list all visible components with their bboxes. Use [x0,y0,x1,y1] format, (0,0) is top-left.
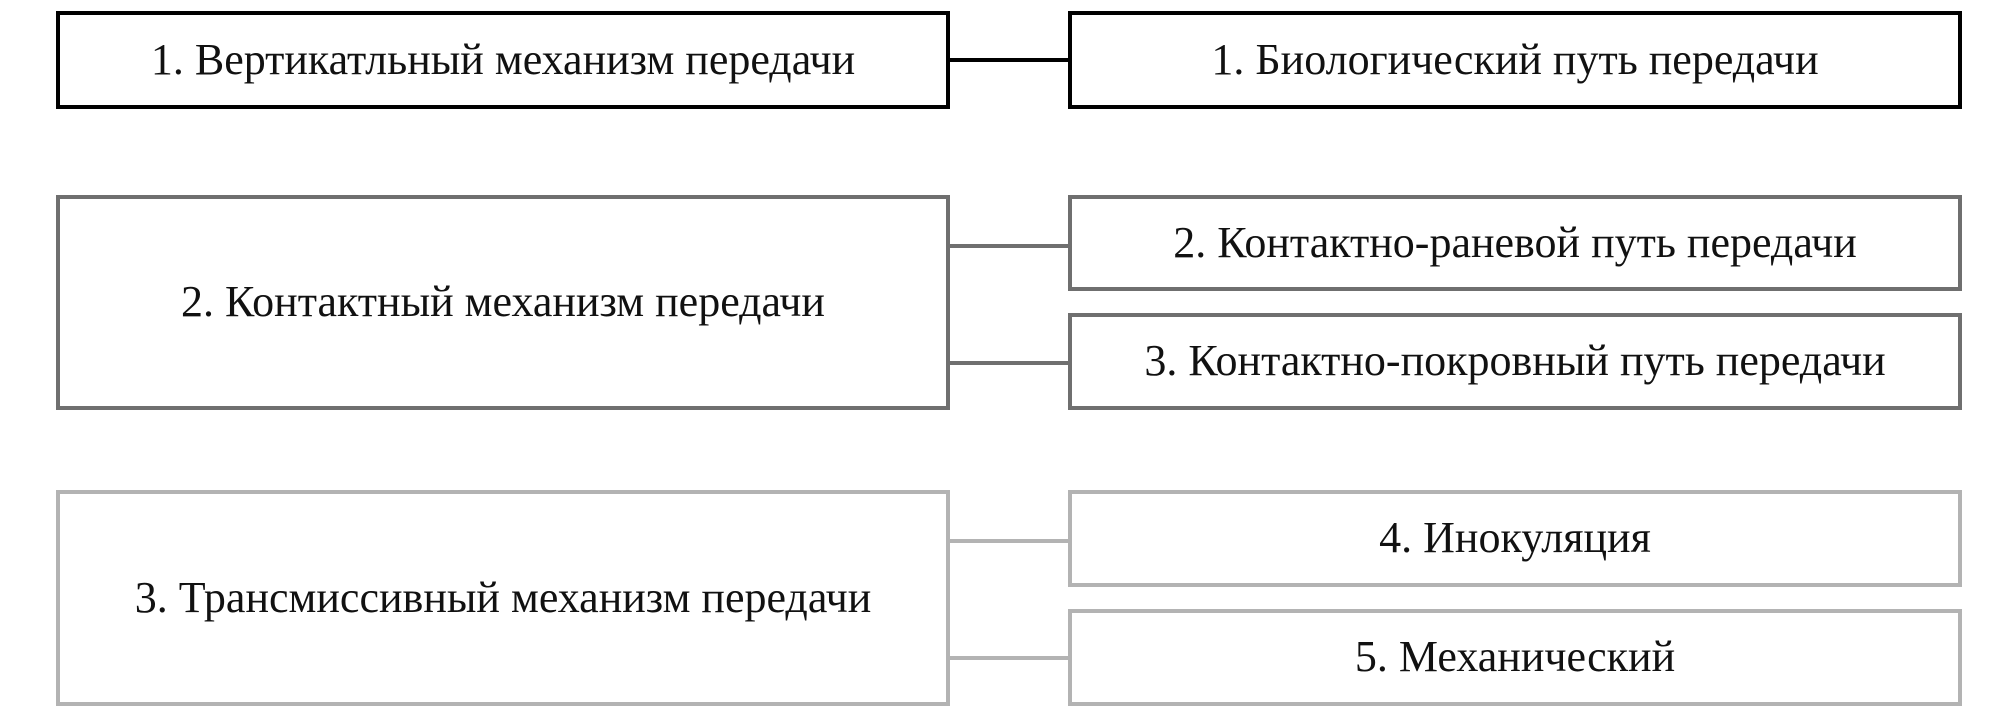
path-box-contact-wound: 2. Контактно-раневой путь передачи [1068,195,1962,291]
mechanism-label: 1. Вертикатльный механизм передачи [150,34,856,84]
connector-line [950,58,1068,62]
path-box-mechanical: 5. Механический [1068,609,1962,706]
path-box-contact-cover: 3. Контактно-покровный путь передачи [1068,313,1962,410]
path-label: 3. Контактно-покровный путь передачи [1144,336,1886,386]
path-label: 4. Инокуляция [1379,513,1651,563]
connector-line [950,539,1068,543]
path-box-biological: 1. Биологический путь передачи [1068,11,1962,109]
mechanism-label: 2. Контактный механизм передачи [181,277,825,327]
connector-line [950,656,1068,660]
path-label: 1. Биологический путь передачи [1211,34,1819,84]
mechanism-label: 3. Трансмиссивный механизм передачи [134,572,872,622]
path-label: 2. Контактно-раневой путь передачи [1173,217,1857,267]
connector-line [950,361,1068,365]
mechanism-box-vertical: 1. Вертикатльный механизм передачи [56,11,950,109]
path-label: 5. Механический [1354,632,1676,682]
mechanism-box-contact: 2. Контактный механизм передачи [56,195,950,410]
path-box-inoculation: 4. Инокуляция [1068,490,1962,587]
connector-line [950,244,1068,248]
mechanism-box-transmissive: 3. Трансмиссивный механизм передачи [56,490,950,706]
